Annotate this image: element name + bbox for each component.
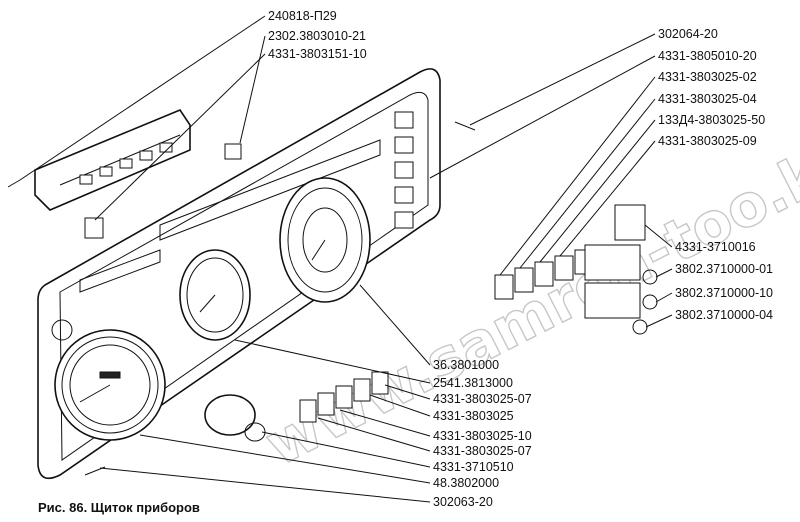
label-r9: 3802.3710000-10	[675, 286, 773, 300]
label-r4: 4331-3803025-04	[658, 92, 757, 106]
screw-right	[454, 121, 476, 131]
right-switch-stack	[584, 204, 658, 335]
label-r7: 4331-3710016	[675, 240, 756, 254]
instrument-panel	[37, 68, 441, 480]
bottom-switch-cluster	[299, 371, 389, 423]
label-b7: 4331-3710510	[433, 460, 514, 474]
label-r10: 3802.3710000-04	[675, 308, 773, 322]
small-lamp	[224, 143, 242, 160]
label-b6: 4331-3803025-07	[433, 444, 532, 458]
label-b5: 4331-3803025-10	[433, 429, 532, 443]
label-r6: 4331-3803025-09	[658, 134, 757, 148]
label-b1: 36.3801000	[433, 358, 499, 372]
speedometer	[54, 329, 166, 441]
label-l2: 2302.3803010-21	[268, 29, 366, 43]
panel-switch-column	[394, 111, 414, 229]
small-switch	[84, 217, 104, 239]
ignition-switch	[204, 394, 266, 442]
label-r5: 133Д4-3803025-50	[658, 113, 765, 127]
label-b8: 48.3802000	[433, 476, 499, 490]
figure-caption: Рис. 86. Щиток приборов	[38, 500, 200, 515]
label-r8: 3802.3710000-01	[675, 262, 773, 276]
label-r3: 4331-3803025-02	[658, 70, 757, 84]
label-b3: 4331-3803025-07	[433, 392, 532, 406]
screw-left	[7, 179, 21, 188]
combination-gauge	[179, 249, 251, 341]
label-b9: 302063-20	[433, 495, 493, 509]
tachometer	[279, 177, 371, 303]
label-r1: 302064-20	[658, 27, 718, 41]
label-l3: 4331-3803151-10	[268, 47, 367, 61]
label-b4: 4331-3803025	[433, 409, 514, 423]
label-b2: 2541.3813000	[433, 376, 513, 390]
label-l1: 240818-П29	[268, 9, 337, 23]
leader-lines	[19, 15, 673, 503]
label-r2: 4331-3805010-20	[658, 49, 757, 63]
part-labels: 240818-П29 2302.3803010-21 4331-3803151-…	[268, 9, 773, 509]
warning-lamp-block	[34, 109, 191, 211]
